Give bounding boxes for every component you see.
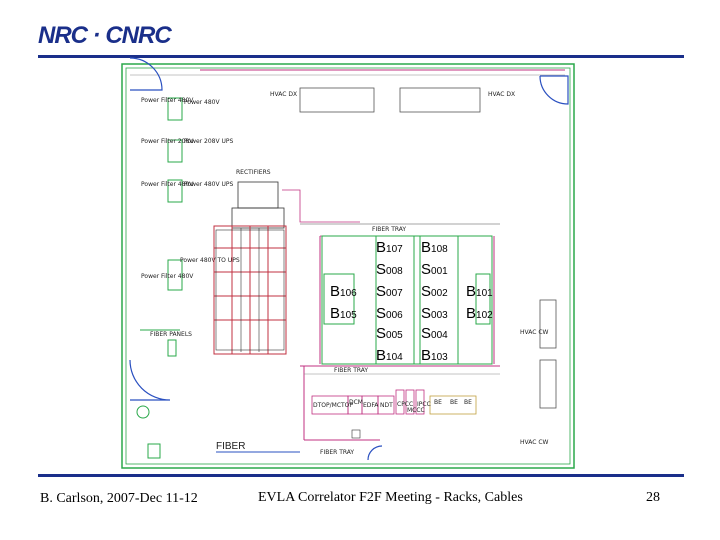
rack-b104: B104 [376,347,403,364]
rack-b107: B107 [376,239,403,256]
hvac-dx-label-1: HVAC DX [270,91,297,98]
power-left-3: Power Filter 480V [141,181,194,188]
svg-text:S004: S004 [421,325,448,342]
rack-s007: S007 [376,283,403,300]
unit-be-2: BE [450,399,458,406]
svg-text:B104: B104 [376,347,403,364]
rack-s004: S004 [421,325,448,342]
page-number: 28 [646,490,660,505]
bottom-equipment [311,389,477,415]
rack-s001: S001 [421,261,448,278]
box-cpcc: CPCC [397,401,413,408]
header-rule [38,55,684,58]
hvac-cw-units [539,299,557,409]
svg-text:B108: B108 [421,239,448,256]
power-left-4: Power Filter 480V [141,273,194,280]
unit-ndt: NDT [380,402,393,409]
door-swings [129,57,569,461]
rack-s006: S006 [376,305,403,322]
fiber-panels-label: FIBER PANELS [150,331,192,338]
rack-b108: B108 [421,239,448,256]
box-mccc: MCCC [407,407,425,414]
fiber-tray-top: FIBER TRAY [372,226,406,233]
hvac-dx-label-2: HVAC DX [488,91,515,98]
hvac-cw-label-1: HVAC CW [520,329,549,336]
footer-author: B. Carlson, 2007-Dec 11-12 [40,491,198,506]
svg-text:S007: S007 [376,283,403,300]
rack-b106: B106 [330,283,357,300]
svg-text:B106: B106 [330,283,357,300]
rectifier-units [231,181,360,229]
room-walls [121,63,575,469]
unit-dcm: DCM [349,399,363,406]
box-ipcc: IPCC [417,401,431,408]
power-left-1: Power Filter 480V [141,97,194,104]
svg-text:S002: S002 [421,283,448,300]
fiber-tray-mid: FIBER TRAY [334,367,368,374]
rack-s002: S002 [421,283,448,300]
svg-text:S008: S008 [376,261,403,278]
wall-details [130,69,565,76]
rack-grid-left [213,225,287,355]
rack-b101: B101 [466,283,493,300]
svg-text:S006: S006 [376,305,403,322]
svg-text:S005: S005 [376,325,403,342]
power-right-1: Power 480V [184,99,221,106]
nrc-logo: NRC · CNRC [38,22,172,49]
unit-edfa: EDFA [363,402,379,409]
hvac-cw-label-2: HVAC CW [520,439,549,446]
svg-text:B102: B102 [466,305,493,322]
rack-b102: B102 [466,305,493,322]
rack-s003: S003 [421,305,448,322]
rack-grid-left-detail [215,228,285,352]
rack-b103: B103 [421,347,448,364]
power-right-2: Power 208V UPS [184,138,234,145]
exit-symbol [136,405,161,459]
unit-dtop: DTOP/MCTOP [313,402,353,409]
svg-text:B103: B103 [421,347,448,364]
svg-text:S003: S003 [421,305,448,322]
rack-b105: B105 [330,305,357,322]
rack-s005: S005 [376,325,403,342]
hvac-dx-units [299,87,481,113]
rack-area-outline [321,235,493,365]
power-right-4: Power 480V TO UPS [180,257,240,264]
rack-s008: S008 [376,261,403,278]
power-left-2: Power Filter 208V [141,138,194,145]
fiber-tray-bottom: FIBER TRAY [320,449,354,456]
svg-text:B107: B107 [376,239,403,256]
unit-be-1: BE [434,399,442,406]
power-panels [140,97,183,357]
unit-be-3: BE [464,399,472,406]
footer-title: EVLA Correlator F2F Meeting - Racks, Cab… [258,490,523,505]
rectifiers-label: RECTIFIERS [236,169,271,176]
footer-rule [38,474,684,477]
svg-text:B105: B105 [330,305,357,322]
svg-text:B101: B101 [466,283,493,300]
svg-text:S001: S001 [421,261,448,278]
fiber-label: FIBER [216,441,245,452]
power-right-3: Power 480V UPS [184,181,234,188]
